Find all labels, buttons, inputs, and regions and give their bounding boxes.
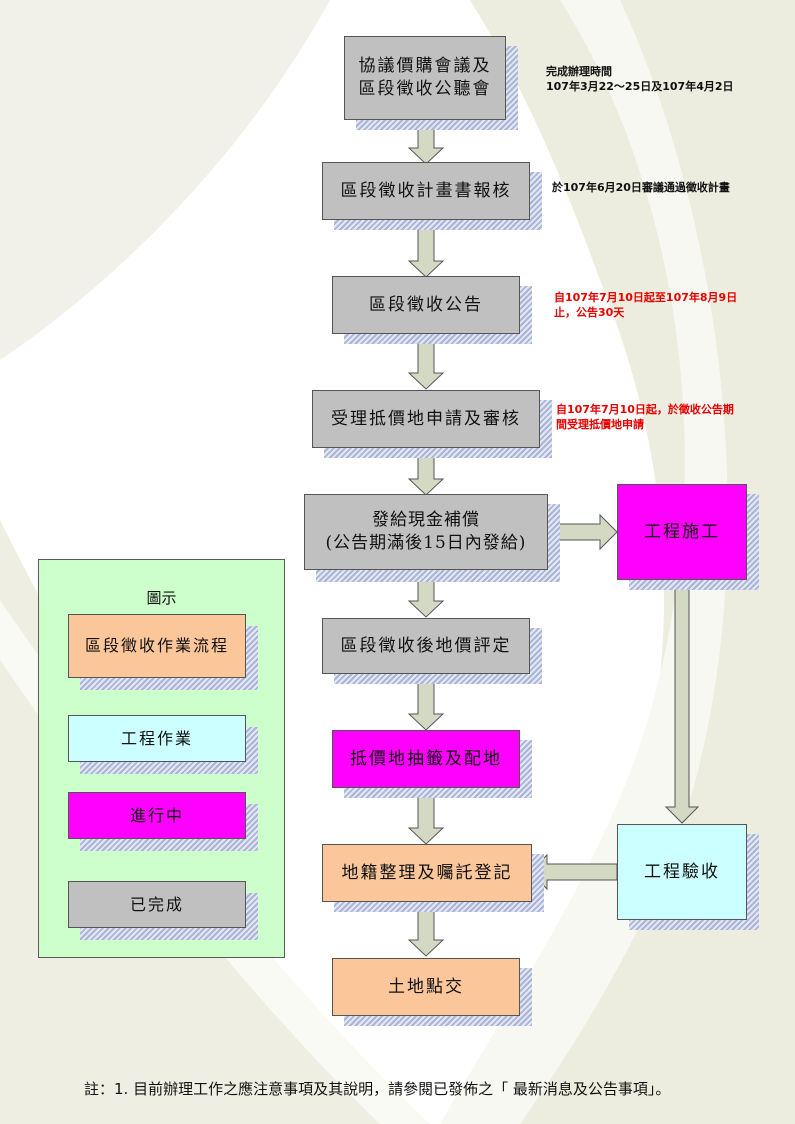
arrow-down <box>664 579 700 824</box>
legend-completed: 已完成 <box>68 881 246 928</box>
note-negotiation: 完成辦理時間 107年3月22～25日及107年4月2日 <box>546 65 734 94</box>
note-plan-report: 於107年6月20日審議通過徵收計畫 <box>552 181 730 194</box>
node-land-price: 區段徵收後地價評定 <box>322 618 530 674</box>
arrow-right <box>549 513 618 551</box>
node-registration-label: 地籍整理及囑託登記 <box>341 862 513 883</box>
node-announcement: 區段徵收公告 <box>332 276 520 334</box>
node-lottery: 抵價地抽籤及配地 <box>332 730 520 788</box>
legend-in-progress-label: 進行中 <box>129 805 184 825</box>
legend-completed-label: 已完成 <box>129 894 184 914</box>
footer-note: 註：1. 目前辦理工作之應注意事項及其說明，請參閱已發佈之「 最新消息及公告事項… <box>84 1080 671 1098</box>
node-inspection: 工程驗收 <box>617 824 747 920</box>
node-inspection-label: 工程驗收 <box>644 861 720 882</box>
node-cash-compensation: 發給現金補償 (公告期滿後15日內發給) <box>304 494 548 570</box>
node-announcement-label: 區段徵收公告 <box>369 294 483 315</box>
node-negotiation: 協議價購會議及 區段徵收公聽會 <box>344 36 506 120</box>
legend-in-progress: 進行中 <box>68 792 246 839</box>
node-land-price-label: 區段徵收後地價評定 <box>340 635 512 656</box>
note-announcement: 自107年7月10日起至107年8月9日 止，公告30天 <box>554 291 738 320</box>
node-handover: 土地點交 <box>332 958 520 1016</box>
legend-process: 區段徵收作業流程 <box>68 614 246 678</box>
node-land-application-label: 受理抵價地申請及審核 <box>331 408 521 429</box>
node-registration: 地籍整理及囑託登記 <box>322 844 532 902</box>
node-construction: 工程施工 <box>617 484 747 580</box>
node-plan-report: 區段徵收計畫書報核 <box>322 162 530 220</box>
node-cash-compensation-label: 發給現金補償 (公告期滿後15日內發給) <box>325 510 527 553</box>
node-plan-report-label: 區段徵收計畫書報核 <box>340 180 512 201</box>
legend-engineering: 工程作業 <box>68 715 246 762</box>
node-lottery-label: 抵價地抽籤及配地 <box>350 748 502 769</box>
note-land-application: 自107年7月10日起，於徵收公告期 間受理抵價地申請 <box>556 403 734 432</box>
node-land-application: 受理抵價地申請及審核 <box>312 390 540 448</box>
legend-title: 圖示 <box>146 589 177 607</box>
node-construction-label: 工程施工 <box>644 521 720 542</box>
node-negotiation-label: 協議價購會議及 區段徵收公聽會 <box>358 56 492 99</box>
legend-process-label: 區段徵收作業流程 <box>84 636 229 656</box>
legend-engineering-label: 工程作業 <box>120 728 193 748</box>
node-handover-label: 土地點交 <box>388 976 464 997</box>
